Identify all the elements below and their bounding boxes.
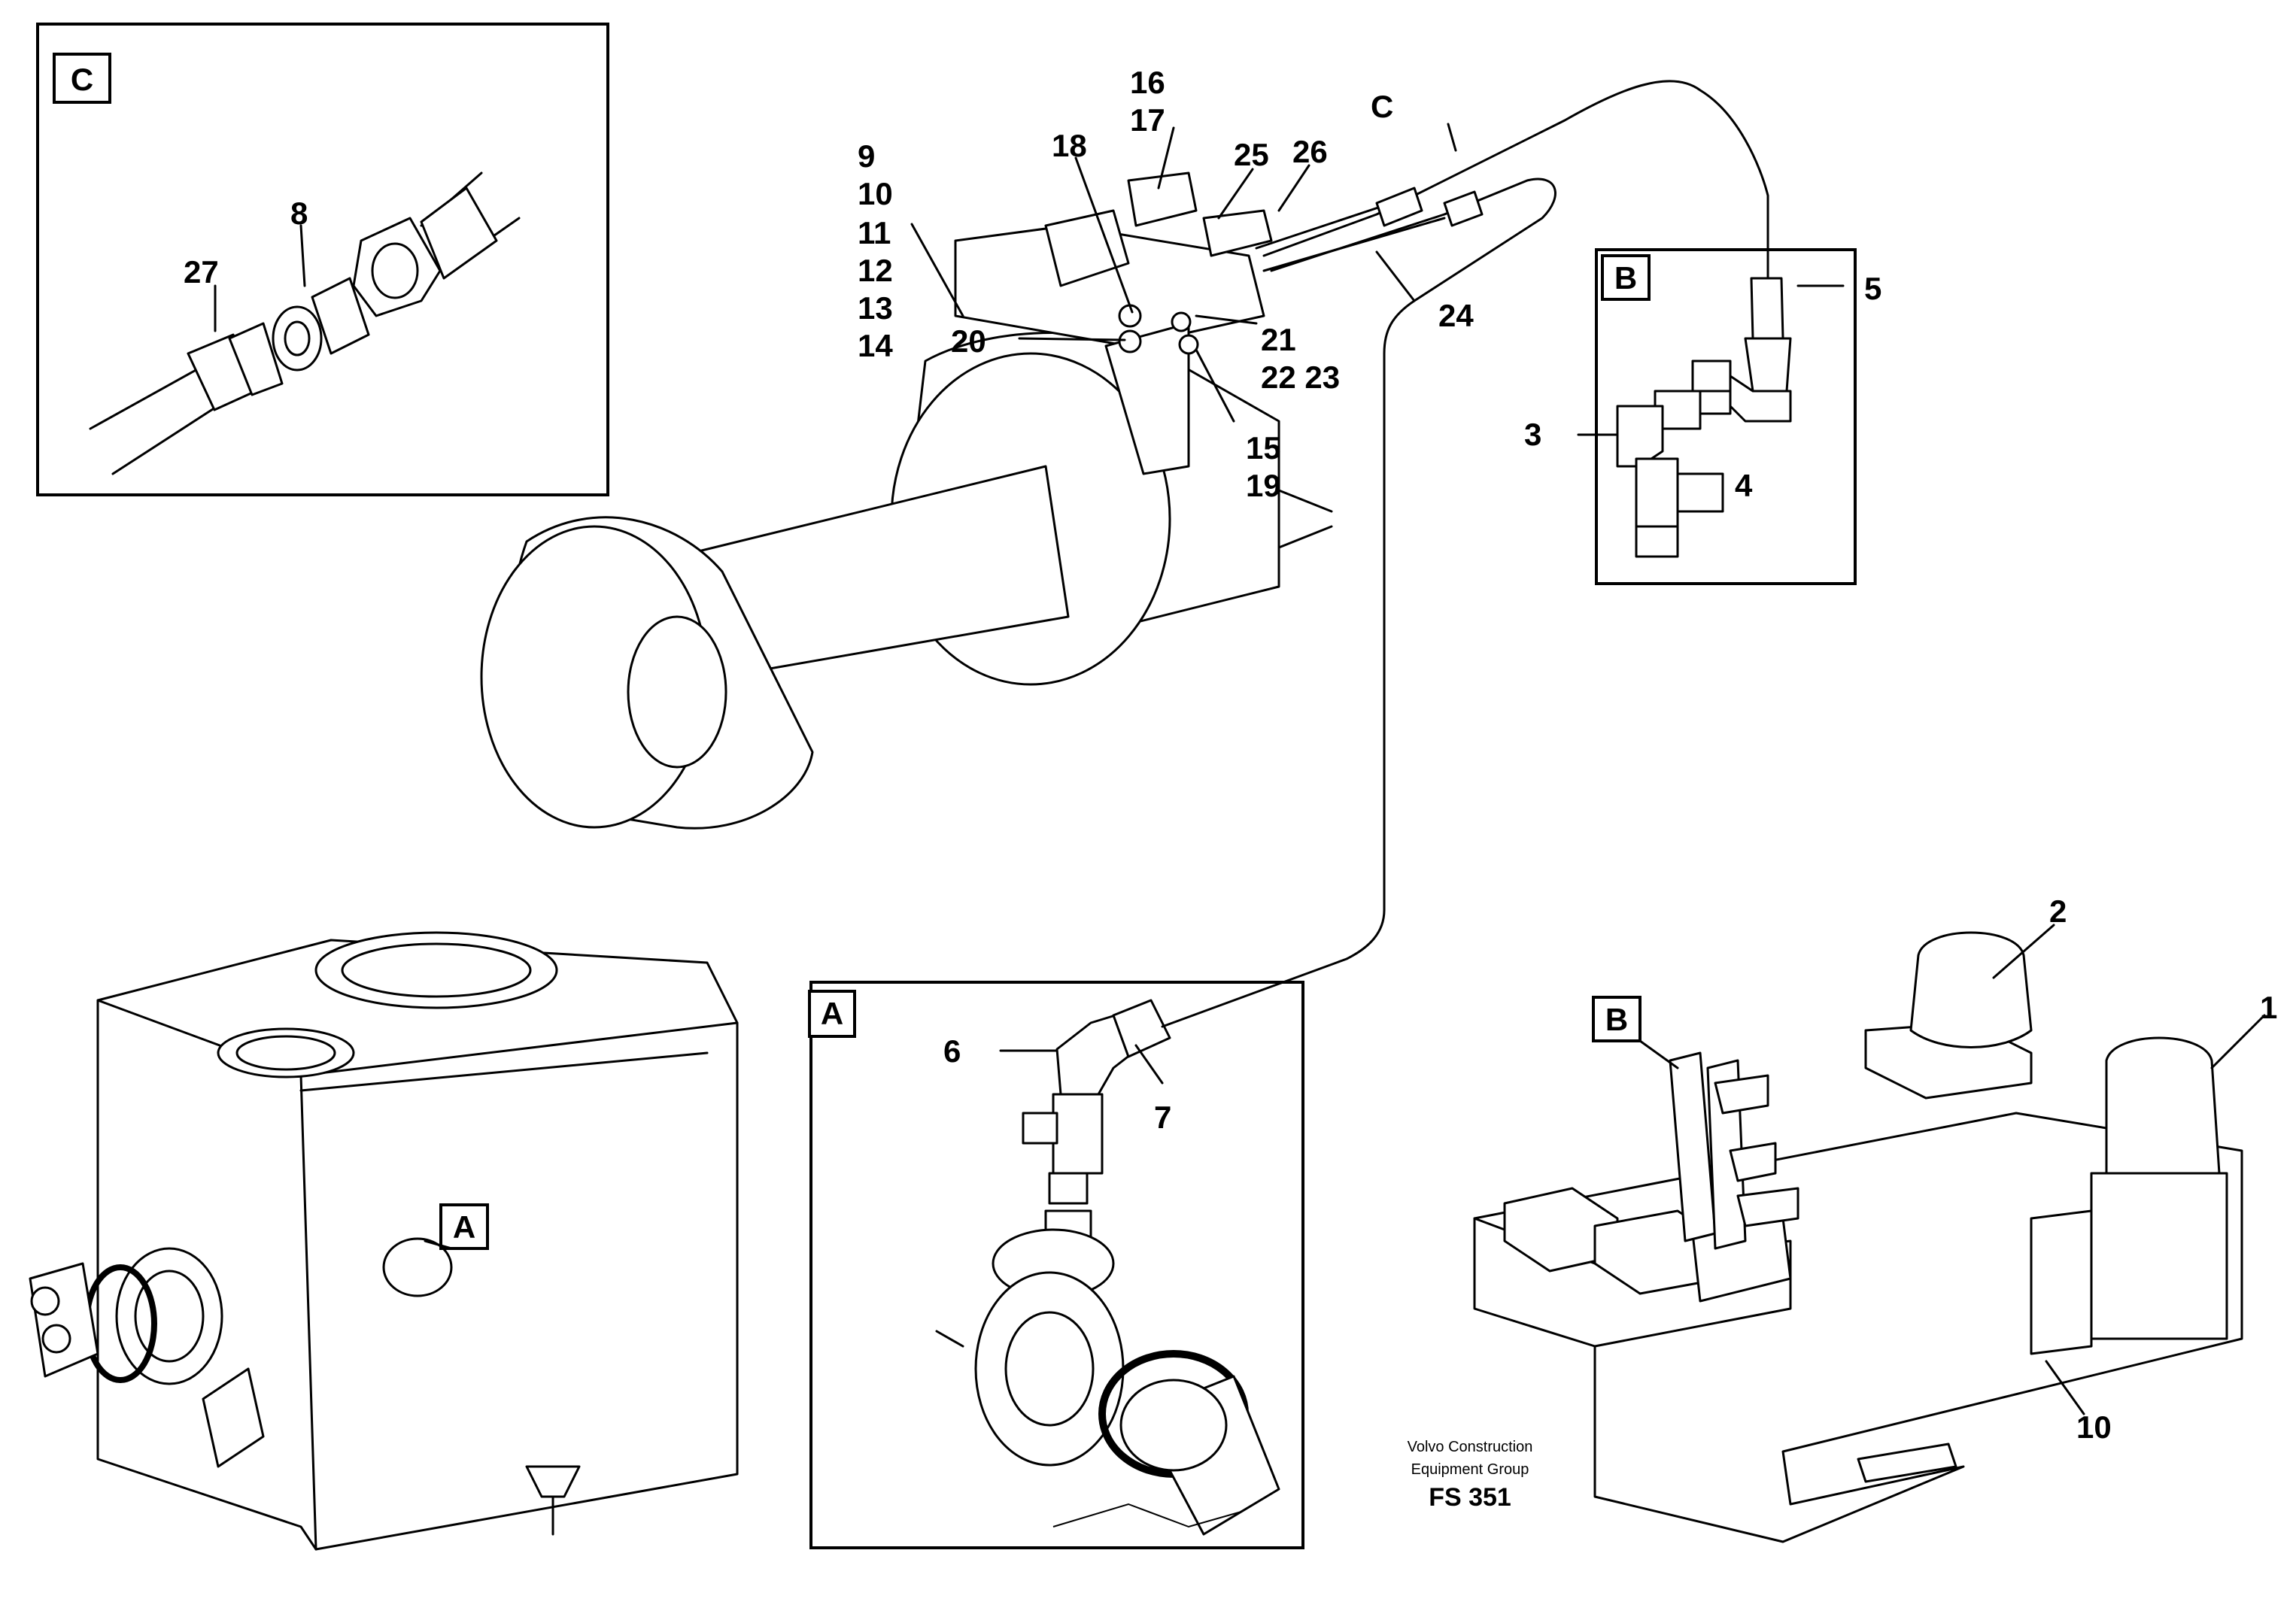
callout-20: 20 <box>951 323 986 359</box>
detail-a-panel: A <box>808 981 1304 1549</box>
servo-2 <box>1909 931 2033 1048</box>
hose-to-a <box>1161 177 1556 1028</box>
detail-b-label: B <box>1614 260 1637 296</box>
callout-7: 7 <box>1154 1100 1171 1135</box>
detail-b-panel: B <box>1577 248 1857 585</box>
callout-25: 25 <box>1234 137 1269 172</box>
callout-15: 15 <box>1246 430 1281 466</box>
callout-4: 4 <box>1735 468 1753 503</box>
block-marker-b: B <box>1605 1002 1628 1037</box>
credit-line-2: Equipment Group <box>1411 1461 1529 1478</box>
callout-22-23: 22 23 <box>1261 359 1340 395</box>
callout-9: 9 <box>858 138 875 174</box>
detail-c-label: C <box>71 62 93 97</box>
callout-11: 11 <box>858 215 891 250</box>
callout-10-cylinder: 10 <box>858 176 893 211</box>
callout-14: 14 <box>858 328 893 363</box>
callout-27: 27 <box>184 254 219 290</box>
callout-1: 1 <box>2260 990 2277 1025</box>
hose-to-b <box>1262 80 1769 280</box>
callout-18: 18 <box>1052 128 1087 163</box>
servo-1 <box>2105 1036 2221 1175</box>
hose-5 <box>1750 277 1784 340</box>
publisher-credit: Volvo Construction Equipment Group FS 35… <box>1408 1439 1533 1512</box>
hoses <box>1161 80 1769 1028</box>
drawing-code: FS 351 <box>1429 1483 1511 1512</box>
hose-ferrule-7 <box>1112 999 1171 1058</box>
callouts: 27 8 9 10 11 12 13 14 16 17 18 25 26 C 2… <box>184 65 2277 1445</box>
detail-a-label: A <box>821 996 843 1031</box>
callout-c: C <box>1371 89 1393 124</box>
callout-8: 8 <box>290 196 308 231</box>
callout-12: 12 <box>858 253 893 288</box>
tank-marker-a: A <box>453 1209 475 1245</box>
hydraulic-tank: A <box>29 931 739 1551</box>
control-valve-block: B <box>1473 931 2243 1543</box>
callout-17: 17 <box>1130 102 1165 138</box>
callout-6: 6 <box>943 1033 961 1069</box>
callout-10-block: 10 <box>2076 1409 2112 1445</box>
callout-13: 13 <box>858 290 893 326</box>
hydraulic-cylinder <box>480 171 1446 830</box>
callout-24: 24 <box>1438 298 1474 333</box>
detail-c-panel: C <box>36 23 609 496</box>
credit-line-1: Volvo Construction <box>1408 1439 1533 1455</box>
callout-5: 5 <box>1864 271 1881 306</box>
tank-port-a <box>382 1237 453 1297</box>
callout-26: 26 <box>1292 134 1328 169</box>
callout-16: 16 <box>1130 65 1165 100</box>
callout-3: 3 <box>1524 417 1541 452</box>
callout-2: 2 <box>2049 893 2067 929</box>
leader-lines <box>214 123 2266 1415</box>
callout-21: 21 <box>1261 322 1296 357</box>
callout-19: 19 <box>1246 468 1281 503</box>
